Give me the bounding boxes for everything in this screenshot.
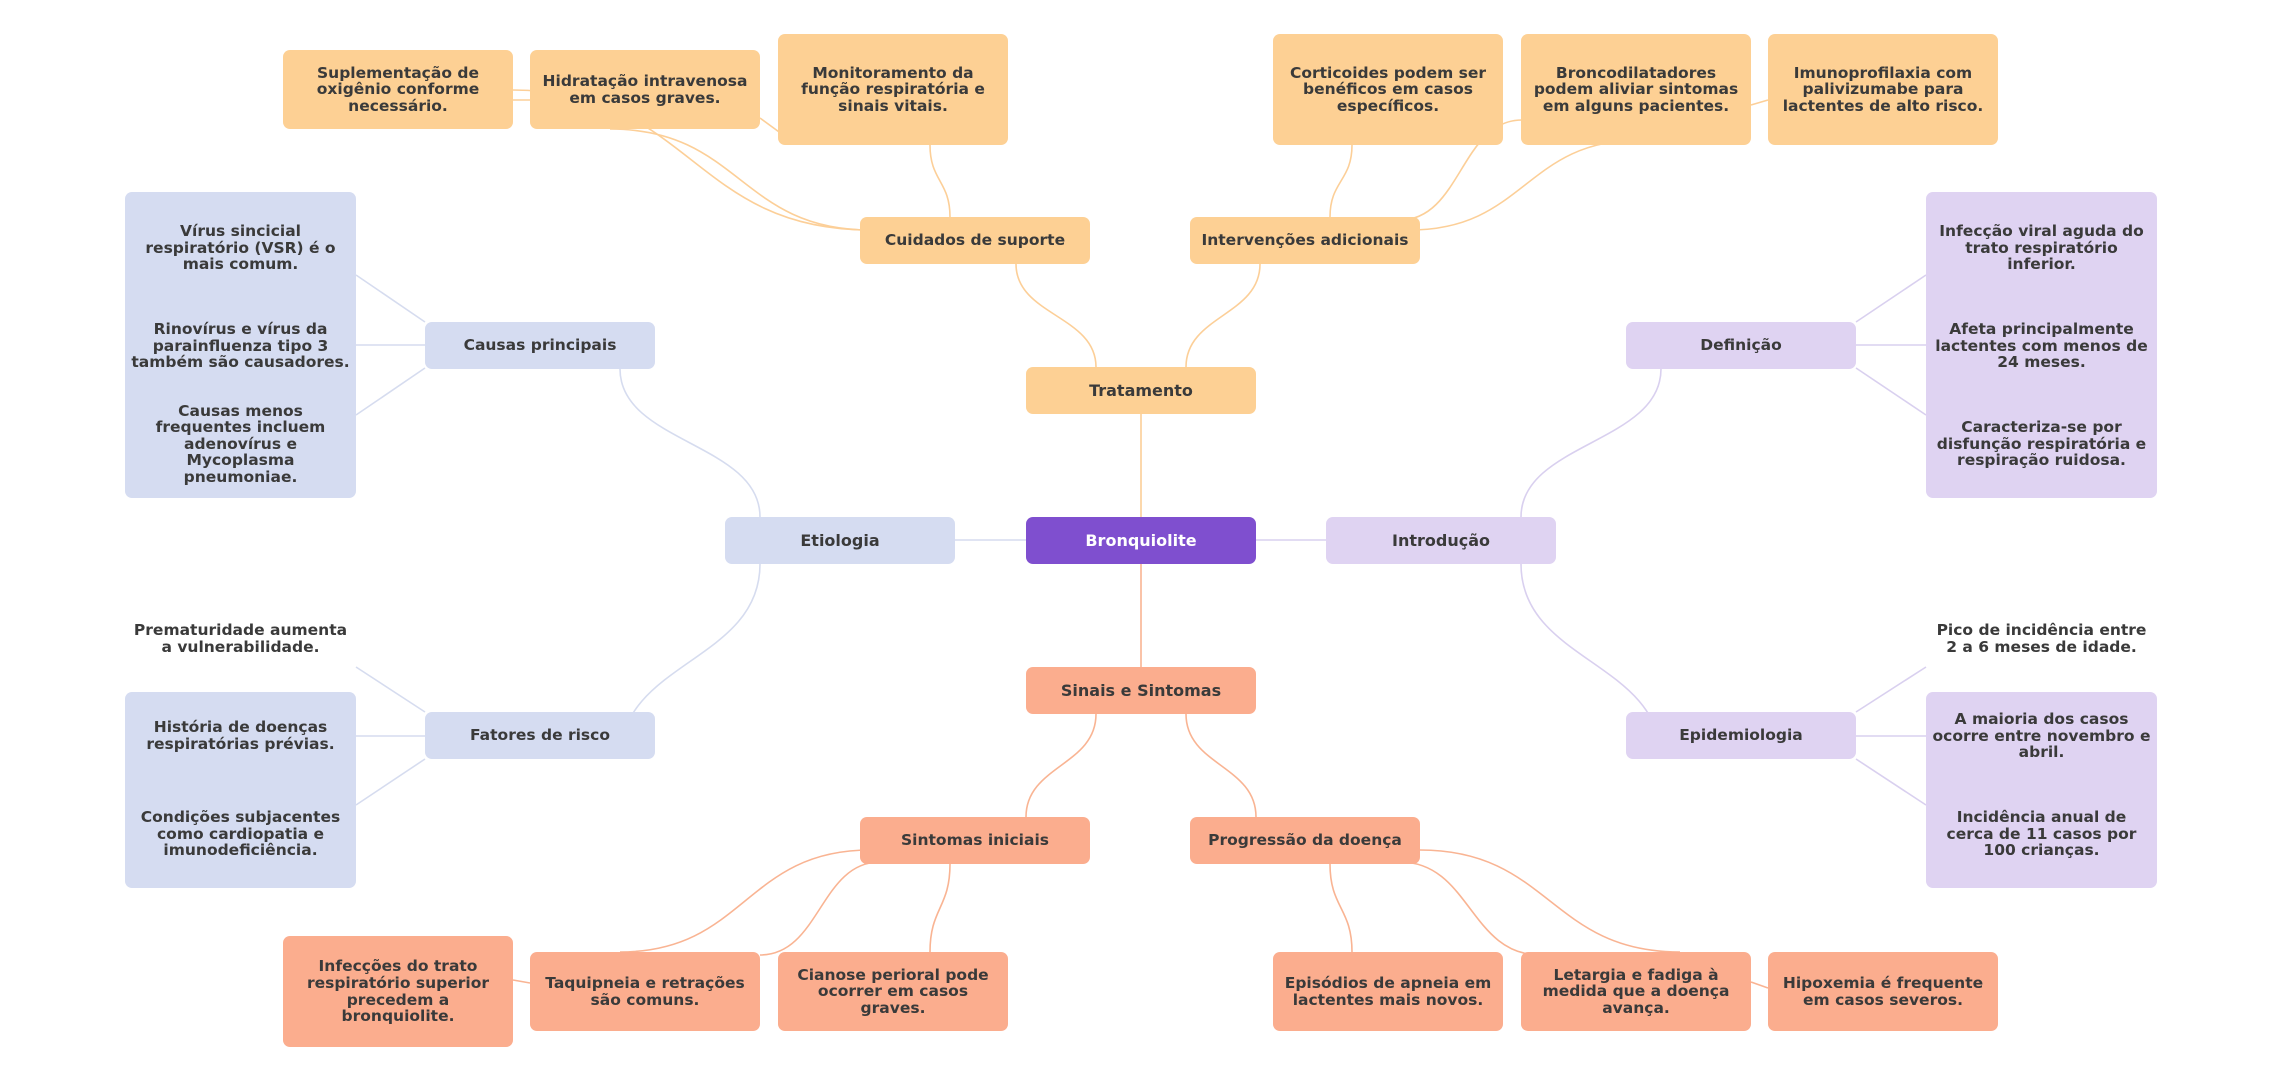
branch-introducao[interactable]: Introdução (1326, 517, 1556, 564)
connector-edge (355, 666, 426, 713)
connector-edge (355, 758, 426, 806)
connector-edge (929, 863, 951, 953)
connector-edge (1750, 99, 1769, 106)
root-node[interactable]: Bronquiolite (1026, 517, 1256, 564)
leaf-prematuridade[interactable]: Prematuridade aumenta a vulnerabilidade. (133, 621, 348, 656)
connector-edge (619, 368, 761, 518)
connector-edge (759, 861, 881, 956)
connector-edge (1399, 861, 1541, 956)
connector-edge (1520, 368, 1662, 518)
leaf-monitoramento-funcao[interactable]: Monitoramento da função respiratória e s… (778, 34, 1008, 145)
connector-edge (512, 979, 531, 984)
leaf-disfuncao-respiratoria[interactable]: Caracteriza-se por disfunção respiratóri… (1936, 418, 2147, 470)
leaf-suplementacao-oxigenio[interactable]: Suplementação de oxigênio conforme neces… (283, 50, 513, 129)
connector-edge (355, 367, 426, 416)
leaf-taquipneia[interactable]: Taquipneia e retrações são comuns. (530, 952, 760, 1031)
connector-edge (929, 144, 951, 218)
connector-edge (1185, 263, 1261, 368)
sub-sintomas-iniciais[interactable]: Sintomas iniciais (860, 817, 1090, 864)
causas-leaf-group (125, 192, 356, 498)
epidemiologia-leaf-group (1926, 692, 2157, 888)
connector-edge (355, 274, 426, 323)
leaf-vsr[interactable]: Vírus sincicial respiratório (VSR) é o m… (145, 222, 336, 274)
leaf-cianose[interactable]: Cianose perioral pode ocorrer em casos g… (778, 952, 1008, 1031)
leaf-broncodilatadores[interactable]: Broncodilatadores podem aliviar sintomas… (1521, 34, 1751, 145)
connector-edge (1329, 863, 1353, 953)
sub-causas-principais[interactable]: Causas principais (425, 322, 655, 369)
connector-edge (1025, 713, 1097, 818)
connector-edge (1855, 274, 1927, 323)
connector-edge (609, 128, 871, 231)
connector-edge (1855, 758, 1927, 806)
leaf-historia-doencas[interactable]: História de doenças respiratórias prévia… (146, 718, 335, 753)
leaf-novembro-abril[interactable]: A maioria dos casos ocorre entre novembr… (1932, 710, 2151, 762)
sub-intervencoes-adicionais[interactable]: Intervenções adicionais (1190, 217, 1420, 264)
connector-edge (1419, 849, 1681, 953)
sub-cuidados-suporte[interactable]: Cuidados de suporte (860, 217, 1090, 264)
branch-sinais-sintomas[interactable]: Sinais e Sintomas (1026, 667, 1256, 714)
connector-edge (1015, 263, 1097, 368)
leaf-afeta-lactentes[interactable]: Afeta principalmente lactentes com menos… (1935, 320, 2148, 372)
connector-edge (619, 849, 871, 953)
sub-progressao-doenca[interactable]: Progressão da doença (1190, 817, 1420, 864)
connector-edge (1750, 981, 1769, 989)
connector-edge (1409, 139, 1641, 231)
connector-edge (1855, 367, 1927, 416)
definicao-leaf-group (1926, 192, 2157, 498)
leaf-incidencia-anual[interactable]: Incidência anual de cerca de 11 casos po… (1946, 808, 2137, 860)
connector-edge (1855, 666, 1927, 713)
fatores-leaf-group (125, 692, 356, 888)
leaf-apneia[interactable]: Episódios de apneia em lactentes mais no… (1273, 952, 1503, 1031)
leaf-pico-incidencia[interactable]: Pico de incidência entre 2 a 6 meses de … (1936, 621, 2147, 656)
leaf-corticoides[interactable]: Corticoides podem ser benéficos em casos… (1273, 34, 1503, 145)
leaf-causas-menos-frequentes[interactable]: Causas menos frequentes incluem adenovír… (155, 401, 326, 486)
sub-fatores-risco[interactable]: Fatores de risco (425, 712, 655, 759)
sub-definicao[interactable]: Definição (1626, 322, 1856, 369)
leaf-infeccao-viral-aguda[interactable]: Infecção viral aguda do trato respiratór… (1939, 222, 2144, 274)
leaf-rinovirus[interactable]: Rinovírus e vírus da parainfluenza tipo … (131, 320, 350, 372)
leaf-hipoxemia[interactable]: Hipoxemia é frequente em casos severos. (1768, 952, 1998, 1031)
leaf-imunoprofilaxia[interactable]: Imunoprofilaxia com palivizumabe para la… (1768, 34, 1998, 145)
connector-edge (1329, 144, 1353, 218)
connector-edge (1185, 713, 1257, 818)
sub-epidemiologia[interactable]: Epidemiologia (1626, 712, 1856, 759)
leaf-hidratacao-intravenosa[interactable]: Hidratação intravenosa em casos graves. (530, 50, 760, 129)
leaf-infeccoes-trato-superior[interactable]: Infecções do trato respiratório superior… (283, 936, 513, 1047)
branch-tratamento[interactable]: Tratamento (1026, 367, 1256, 414)
leaf-letargia[interactable]: Letargia e fadiga à medida que a doença … (1521, 952, 1751, 1031)
branch-etiologia[interactable]: Etiologia (725, 517, 955, 564)
leaf-condicoes-subjacentes[interactable]: Condições subjacentes como cardiopatia e… (140, 808, 341, 860)
